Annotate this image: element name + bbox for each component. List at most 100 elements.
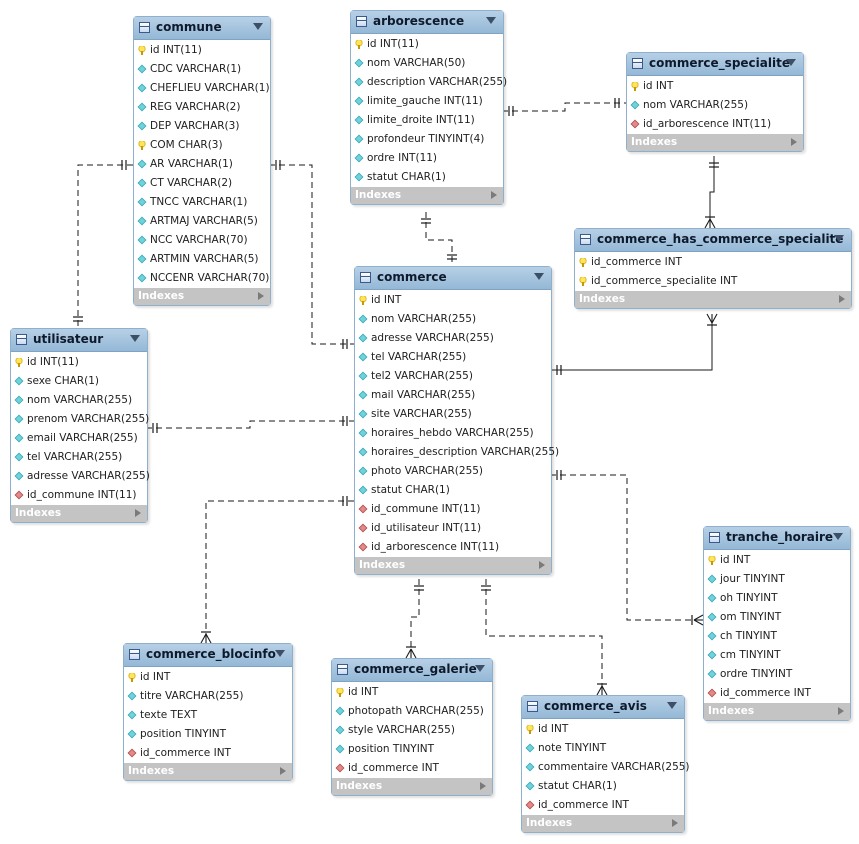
column-row[interactable]: photo VARCHAR(255) [355, 462, 551, 481]
column-row[interactable]: id INT [124, 668, 292, 687]
indexes-section[interactable]: Indexes [704, 703, 850, 720]
column-row[interactable]: profondeur TINYINT(4) [351, 130, 503, 149]
column-row[interactable]: style VARCHAR(255) [332, 721, 492, 740]
collapse-arrow-icon[interactable] [475, 665, 485, 672]
expand-arrow-icon[interactable] [838, 707, 844, 715]
column-row[interactable]: id_commerce INT [332, 759, 492, 778]
column-row[interactable]: id INT(11) [134, 41, 270, 60]
column-row[interactable]: photopath VARCHAR(255) [332, 702, 492, 721]
column-row[interactable]: ARTMIN VARCHAR(5) [134, 250, 270, 269]
indexes-section[interactable]: Indexes [134, 288, 270, 305]
column-row[interactable]: id_arborescence INT(11) [355, 538, 551, 557]
expand-arrow-icon[interactable] [280, 767, 286, 775]
column-row[interactable]: statut CHAR(1) [355, 481, 551, 500]
column-row[interactable]: REG VARCHAR(2) [134, 98, 270, 117]
expand-arrow-icon[interactable] [258, 292, 264, 300]
column-row[interactable]: id INT [522, 720, 684, 739]
table-header[interactable]: commerce_blocinfo [124, 644, 292, 667]
column-row[interactable]: NCCENR VARCHAR(70) [134, 269, 270, 288]
column-row[interactable]: adresse VARCHAR(255) [355, 329, 551, 348]
column-row[interactable]: id INT(11) [351, 35, 503, 54]
indexes-section[interactable]: Indexes [575, 291, 851, 308]
column-row[interactable]: id_commerce_specialite INT [575, 272, 851, 291]
column-row[interactable]: id INT [355, 291, 551, 310]
column-row[interactable]: texte TEXT [124, 706, 292, 725]
column-row[interactable]: position TINYINT [124, 725, 292, 744]
column-row[interactable]: ordre INT(11) [351, 149, 503, 168]
column-row[interactable]: ordre TINYINT [704, 665, 850, 684]
column-row[interactable]: id_arborescence INT(11) [627, 115, 803, 134]
table-header[interactable]: commerce_has_commerce_specialite [575, 229, 851, 252]
indexes-section[interactable]: Indexes [522, 815, 684, 832]
column-row[interactable]: COM CHAR(3) [134, 136, 270, 155]
table-header[interactable]: tranche_horaire [704, 527, 850, 550]
table-header[interactable]: commune [134, 17, 270, 40]
column-row[interactable]: ARTMAJ VARCHAR(5) [134, 212, 270, 231]
column-row[interactable]: adresse VARCHAR(255) [11, 467, 150, 486]
column-row[interactable]: nom VARCHAR(255) [11, 391, 147, 410]
column-row[interactable]: tel VARCHAR(255) [11, 448, 147, 467]
collapse-arrow-icon[interactable] [130, 335, 140, 342]
table-header[interactable]: commerce_specialite [627, 53, 803, 76]
column-row[interactable]: email VARCHAR(255) [11, 429, 147, 448]
column-row[interactable]: CHEFLIEU VARCHAR(1) [134, 79, 270, 98]
indexes-section[interactable]: Indexes [332, 778, 492, 795]
table-header[interactable]: commerce [355, 267, 551, 290]
column-row[interactable]: site VARCHAR(255) [355, 405, 551, 424]
column-row[interactable]: id INT [704, 551, 850, 570]
column-row[interactable]: id INT(11) [11, 353, 147, 372]
column-row[interactable]: NCC VARCHAR(70) [134, 231, 270, 250]
column-row[interactable]: position TINYINT [332, 740, 492, 759]
indexes-section[interactable]: Indexes [124, 763, 292, 780]
column-row[interactable]: titre VARCHAR(255) [124, 687, 292, 706]
expand-arrow-icon[interactable] [135, 509, 141, 517]
column-row[interactable]: commentaire VARCHAR(255) [522, 758, 690, 777]
column-row[interactable]: mail VARCHAR(255) [355, 386, 551, 405]
column-row[interactable]: tel VARCHAR(255) [355, 348, 551, 367]
column-row[interactable]: DEP VARCHAR(3) [134, 117, 270, 136]
column-row[interactable]: sexe CHAR(1) [11, 372, 147, 391]
column-row[interactable]: id_commerce INT [124, 744, 292, 763]
column-row[interactable]: id_commerce INT [704, 684, 850, 703]
table-header[interactable]: utilisateur [11, 329, 147, 352]
column-row[interactable]: horaires_hebdo VARCHAR(255) [355, 424, 551, 443]
collapse-arrow-icon[interactable] [275, 650, 285, 657]
collapse-arrow-icon[interactable] [833, 533, 843, 540]
indexes-section[interactable]: Indexes [355, 557, 551, 574]
column-row[interactable]: id_commerce INT [575, 253, 851, 272]
expand-arrow-icon[interactable] [480, 782, 486, 790]
column-row[interactable]: horaires_description VARCHAR(255) [355, 443, 559, 462]
table-header[interactable]: arborescence [351, 11, 503, 34]
column-row[interactable]: ch TINYINT [704, 627, 850, 646]
column-row[interactable]: jour TINYINT [704, 570, 850, 589]
column-row[interactable]: CT VARCHAR(2) [134, 174, 270, 193]
table-header[interactable]: commerce_galerie [332, 659, 492, 682]
column-row[interactable]: id_commerce INT [522, 796, 684, 815]
column-row[interactable]: id INT [332, 683, 492, 702]
collapse-arrow-icon[interactable] [834, 235, 844, 242]
column-row[interactable]: note TINYINT [522, 739, 684, 758]
indexes-section[interactable]: Indexes [11, 505, 147, 522]
collapse-arrow-icon[interactable] [486, 17, 496, 24]
collapse-arrow-icon[interactable] [786, 59, 796, 66]
indexes-section[interactable]: Indexes [627, 134, 803, 151]
collapse-arrow-icon[interactable] [667, 702, 677, 709]
column-row[interactable]: AR VARCHAR(1) [134, 155, 270, 174]
column-row[interactable]: nom VARCHAR(255) [627, 96, 803, 115]
column-row[interactable]: id_utilisateur INT(11) [355, 519, 551, 538]
column-row[interactable]: cm TINYINT [704, 646, 850, 665]
expand-arrow-icon[interactable] [839, 295, 845, 303]
collapse-arrow-icon[interactable] [253, 23, 263, 30]
table-header[interactable]: commerce_avis [522, 696, 684, 719]
expand-arrow-icon[interactable] [672, 819, 678, 827]
column-row[interactable]: id_commune INT(11) [355, 500, 551, 519]
